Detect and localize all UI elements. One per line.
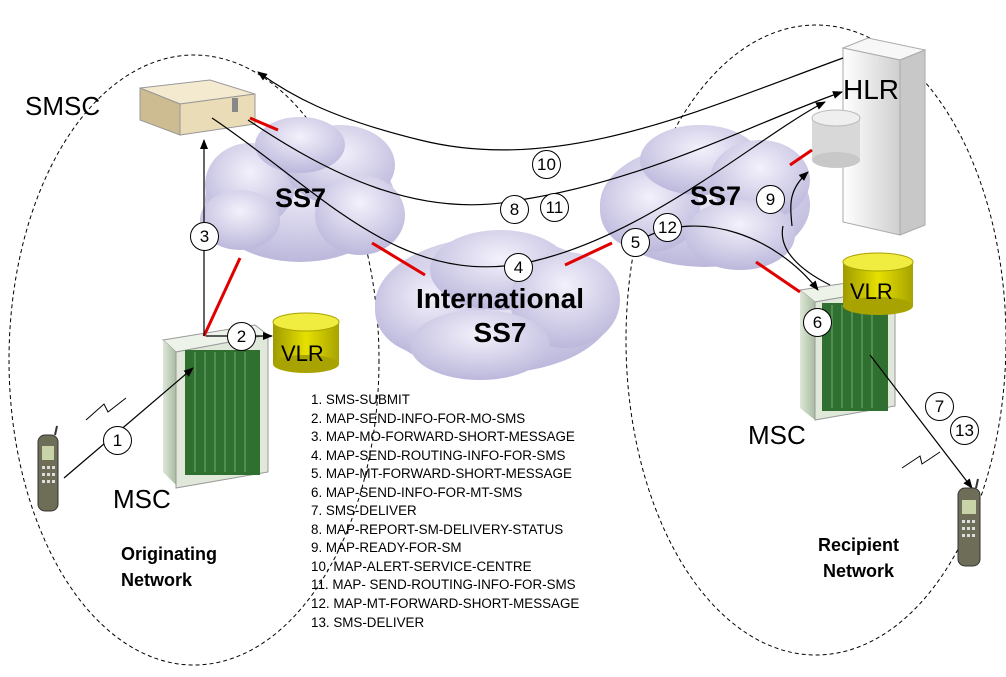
radio-links (85, 397, 941, 469)
recipient-line1: Recipient (818, 535, 900, 555)
flow-10 (257, 57, 844, 151)
step-marker-11: 11 (540, 193, 569, 222)
msc-left-label: MSC (113, 484, 171, 514)
hlr-label: HLR (843, 74, 900, 105)
flow-1 (63, 367, 194, 479)
step-marker-5: 5 (621, 228, 650, 257)
step-marker-13: 13 (950, 416, 979, 445)
flow-9-tail (781, 225, 831, 286)
legend-item-11: 11. MAP- SEND-ROUTING-INFO-FOR-SMS (311, 577, 576, 593)
recipient-network-boundary (625, 24, 1006, 656)
ss7-cloud-left (200, 117, 405, 262)
legend-item-1: 1. SMS-SUBMIT (311, 392, 410, 407)
flow-9 (790, 171, 809, 227)
smsc-server (139, 79, 256, 136)
legend-item-4: 4. MAP-SEND-ROUTING-INFO-FOR-SMS (311, 447, 566, 463)
flow-7-13 (869, 354, 973, 489)
international-ss7-cloud (375, 230, 620, 380)
step-marker-1: 1 (103, 426, 132, 455)
vlr-right-cylinder (842, 252, 914, 315)
originating-line2: Network (121, 570, 193, 590)
recipient-line2: Network (823, 561, 895, 581)
phone-left (37, 425, 59, 512)
legend-item-5: 5. MAP-MT-FORWARD-SHORT-MESSAGE (311, 466, 572, 482)
step-marker-2: 2 (227, 322, 256, 351)
legend-item-3: 3. MAP-MO-FORWARD-SHORT-MESSAGE (311, 429, 575, 445)
hlr-server (841, 37, 927, 236)
legend-item-6: 6. MAP-SEND-INFO-FOR-MT-SMS (311, 484, 523, 500)
originating-network-boundary (8, 54, 380, 666)
legend-item-9: 9. MAP-READY-FOR-SM (311, 540, 462, 556)
legend-item-10: 10. MAP-ALERT-SERVICE-CENTRE (311, 558, 532, 574)
step-marker-4: 4 (504, 253, 533, 282)
originating-network-label: Originating Network (121, 541, 217, 593)
recipient-network-label: Recipient Network (818, 532, 899, 584)
international-line2: SS7 (473, 317, 527, 348)
message-legend: 1. SMS-SUBMIT 2. MAP-SEND-INFO-FOR-MO-SM… (311, 391, 579, 632)
step-marker-3: 3 (190, 222, 219, 251)
vlr-left-cylinder (272, 312, 340, 373)
phone-right (957, 478, 981, 567)
vlr-right-label: VLR (850, 279, 893, 304)
step-marker-8: 8 (500, 195, 529, 224)
legend-item-13: 13. SMS-DELIVER (311, 614, 425, 630)
originating-line1: Originating (121, 544, 217, 564)
ss7-left-label: SS7 (275, 183, 327, 213)
ss7-right-label: SS7 (690, 181, 742, 211)
step-marker-10: 10 (532, 150, 561, 179)
msc-left (161, 324, 270, 489)
step-marker-12: 12 (653, 213, 682, 242)
step-marker-7: 7 (925, 392, 954, 421)
legend-item-2: 2. MAP-SEND-INFO-FOR-MO-SMS (311, 410, 526, 426)
smsc-label: SMSC (25, 91, 101, 121)
msc-right-label: MSC (748, 420, 806, 450)
physical-links (202, 116, 813, 337)
step-marker-6: 6 (803, 308, 832, 337)
international-line1: International (415, 283, 584, 314)
legend-item-8: 8. MAP-REPORT-SM-DELIVERY-STATUS (311, 521, 564, 537)
step-marker-9: 9 (756, 185, 785, 214)
vlr-left-label: VLR (281, 341, 324, 366)
hlr-disk (811, 109, 861, 168)
legend-item-12: 12. MAP-MT-FORWARD-SHORT-MESSAGE (311, 596, 580, 612)
legend-item-7: 7. SMS-DELIVER (311, 503, 417, 519)
international-ss7-label: International SS7 (395, 282, 605, 350)
